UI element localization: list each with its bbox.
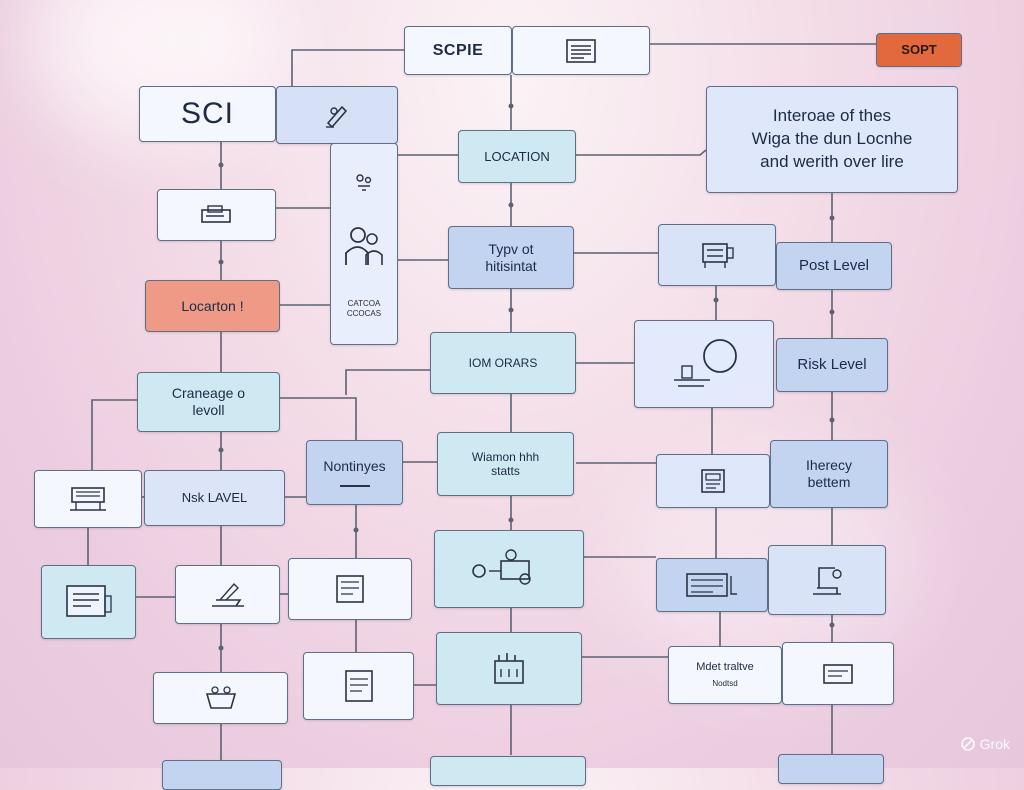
bottom-partial-left[interactable] xyxy=(162,760,282,790)
risk-level-left-box[interactable]: Nsk LAVEL xyxy=(144,470,285,526)
nontinyes-text: Nontinyes xyxy=(323,458,386,475)
gear-icon xyxy=(472,549,531,585)
printer-box[interactable] xyxy=(157,189,276,241)
type-box[interactable]: Typv ot hitisintat xyxy=(448,226,574,289)
document-list-box[interactable] xyxy=(288,558,412,620)
drafting-box[interactable] xyxy=(175,565,280,624)
vertical-tool-column[interactable] xyxy=(276,86,398,144)
printer-icon xyxy=(200,205,231,223)
chart-icon xyxy=(674,339,737,387)
form-box[interactable] xyxy=(656,454,770,508)
post-level-box[interactable]: Post Level xyxy=(776,242,892,290)
bottom-partial-right[interactable] xyxy=(778,754,884,784)
register-icon xyxy=(70,487,106,511)
iom-oraas-box[interactable]: IOM ORARS xyxy=(430,332,576,394)
factory-icon xyxy=(494,652,524,684)
underline-mark xyxy=(339,484,370,487)
watermark-text: Grok xyxy=(979,736,1010,752)
register-box[interactable] xyxy=(34,470,142,528)
left-location-box[interactable]: Locarton ! xyxy=(145,280,280,332)
shopping-box[interactable] xyxy=(153,672,288,724)
chart-box[interactable] xyxy=(634,320,774,408)
craneage-box[interactable]: Craneage o levoll xyxy=(137,372,280,432)
notes-icon xyxy=(344,670,373,702)
document-icon xyxy=(566,38,596,63)
person-icon xyxy=(345,227,383,266)
nontinyes-box[interactable]: Nontinyes xyxy=(306,440,403,505)
type-box-text: Typv ot hitisintat xyxy=(485,240,537,274)
connector-lines xyxy=(87,43,876,760)
list-doc-box[interactable] xyxy=(41,565,136,639)
form-icon xyxy=(701,469,725,493)
crane-box[interactable] xyxy=(768,545,886,615)
mdet-box[interactable]: Mdet traltve Nodtsd xyxy=(668,646,782,704)
top-title-box[interactable]: SCPIE xyxy=(404,26,512,75)
gear-flow-box[interactable] xyxy=(434,530,584,608)
pen-icon xyxy=(326,105,348,129)
monitor-icon xyxy=(823,663,853,684)
wiamon-box[interactable]: Wiamon hhh statts xyxy=(437,432,574,496)
info-text: Interoae of thes Wiga the dun Locnhe and… xyxy=(751,106,913,171)
panel-box[interactable] xyxy=(656,558,768,612)
risk-level-left-text: Nsk LAVEL xyxy=(181,490,248,506)
info-text-box[interactable]: Interoae of thes Wiga the dun Locnhe and… xyxy=(706,86,958,193)
risk-level-right-box[interactable]: Risk Level xyxy=(776,338,888,392)
column-caption: CATCOA CCOCAS xyxy=(346,298,382,318)
checklist-icon xyxy=(65,585,112,617)
monitor-box[interactable] xyxy=(782,642,894,705)
drafting-icon xyxy=(211,582,244,607)
craneage-text: Craneage o levoll xyxy=(171,385,246,418)
machine-box[interactable] xyxy=(658,224,776,286)
top-right-badge[interactable]: SOPT xyxy=(876,33,962,67)
iom-oraas-text: IOM ORARS xyxy=(468,355,538,370)
mdet-subtext: Nodtsd xyxy=(712,679,738,689)
top-title-text: SCPIE xyxy=(432,41,484,59)
grok-logo-icon xyxy=(960,737,975,751)
mdet-text: Mdet traltve xyxy=(696,661,754,674)
location-main-text: LOCATION xyxy=(484,148,550,164)
iherecy-box[interactable]: Iherecy bettem xyxy=(770,440,888,508)
watermark: Grok xyxy=(960,736,1010,752)
post-level-text: Post Level xyxy=(798,257,870,274)
risk-level-right-text: Risk Level xyxy=(797,356,867,373)
crane-icon xyxy=(813,567,842,595)
document-list-icon xyxy=(336,575,364,603)
basket-icon xyxy=(205,686,236,709)
left-location-text: Locarton ! xyxy=(181,297,244,314)
sci-box[interactable]: SCI xyxy=(139,86,276,142)
machine-icon xyxy=(702,243,734,268)
factory-box[interactable] xyxy=(436,632,582,705)
sci-text: SCI xyxy=(180,97,234,130)
badge-text: SOPT xyxy=(901,42,937,58)
iherecy-text: Iherecy bettem xyxy=(806,457,852,490)
tools-icon xyxy=(356,174,372,191)
panel-icon xyxy=(686,573,737,597)
wiamon-text: Wiamon hhh statts xyxy=(471,449,540,478)
location-main-box[interactable]: LOCATION xyxy=(458,130,576,183)
notes-box[interactable] xyxy=(303,652,414,720)
column-panel[interactable]: CATCOA CCOCAS xyxy=(330,143,398,345)
bottom-partial-mid[interactable] xyxy=(430,756,586,786)
top-document-box[interactable] xyxy=(512,26,650,75)
